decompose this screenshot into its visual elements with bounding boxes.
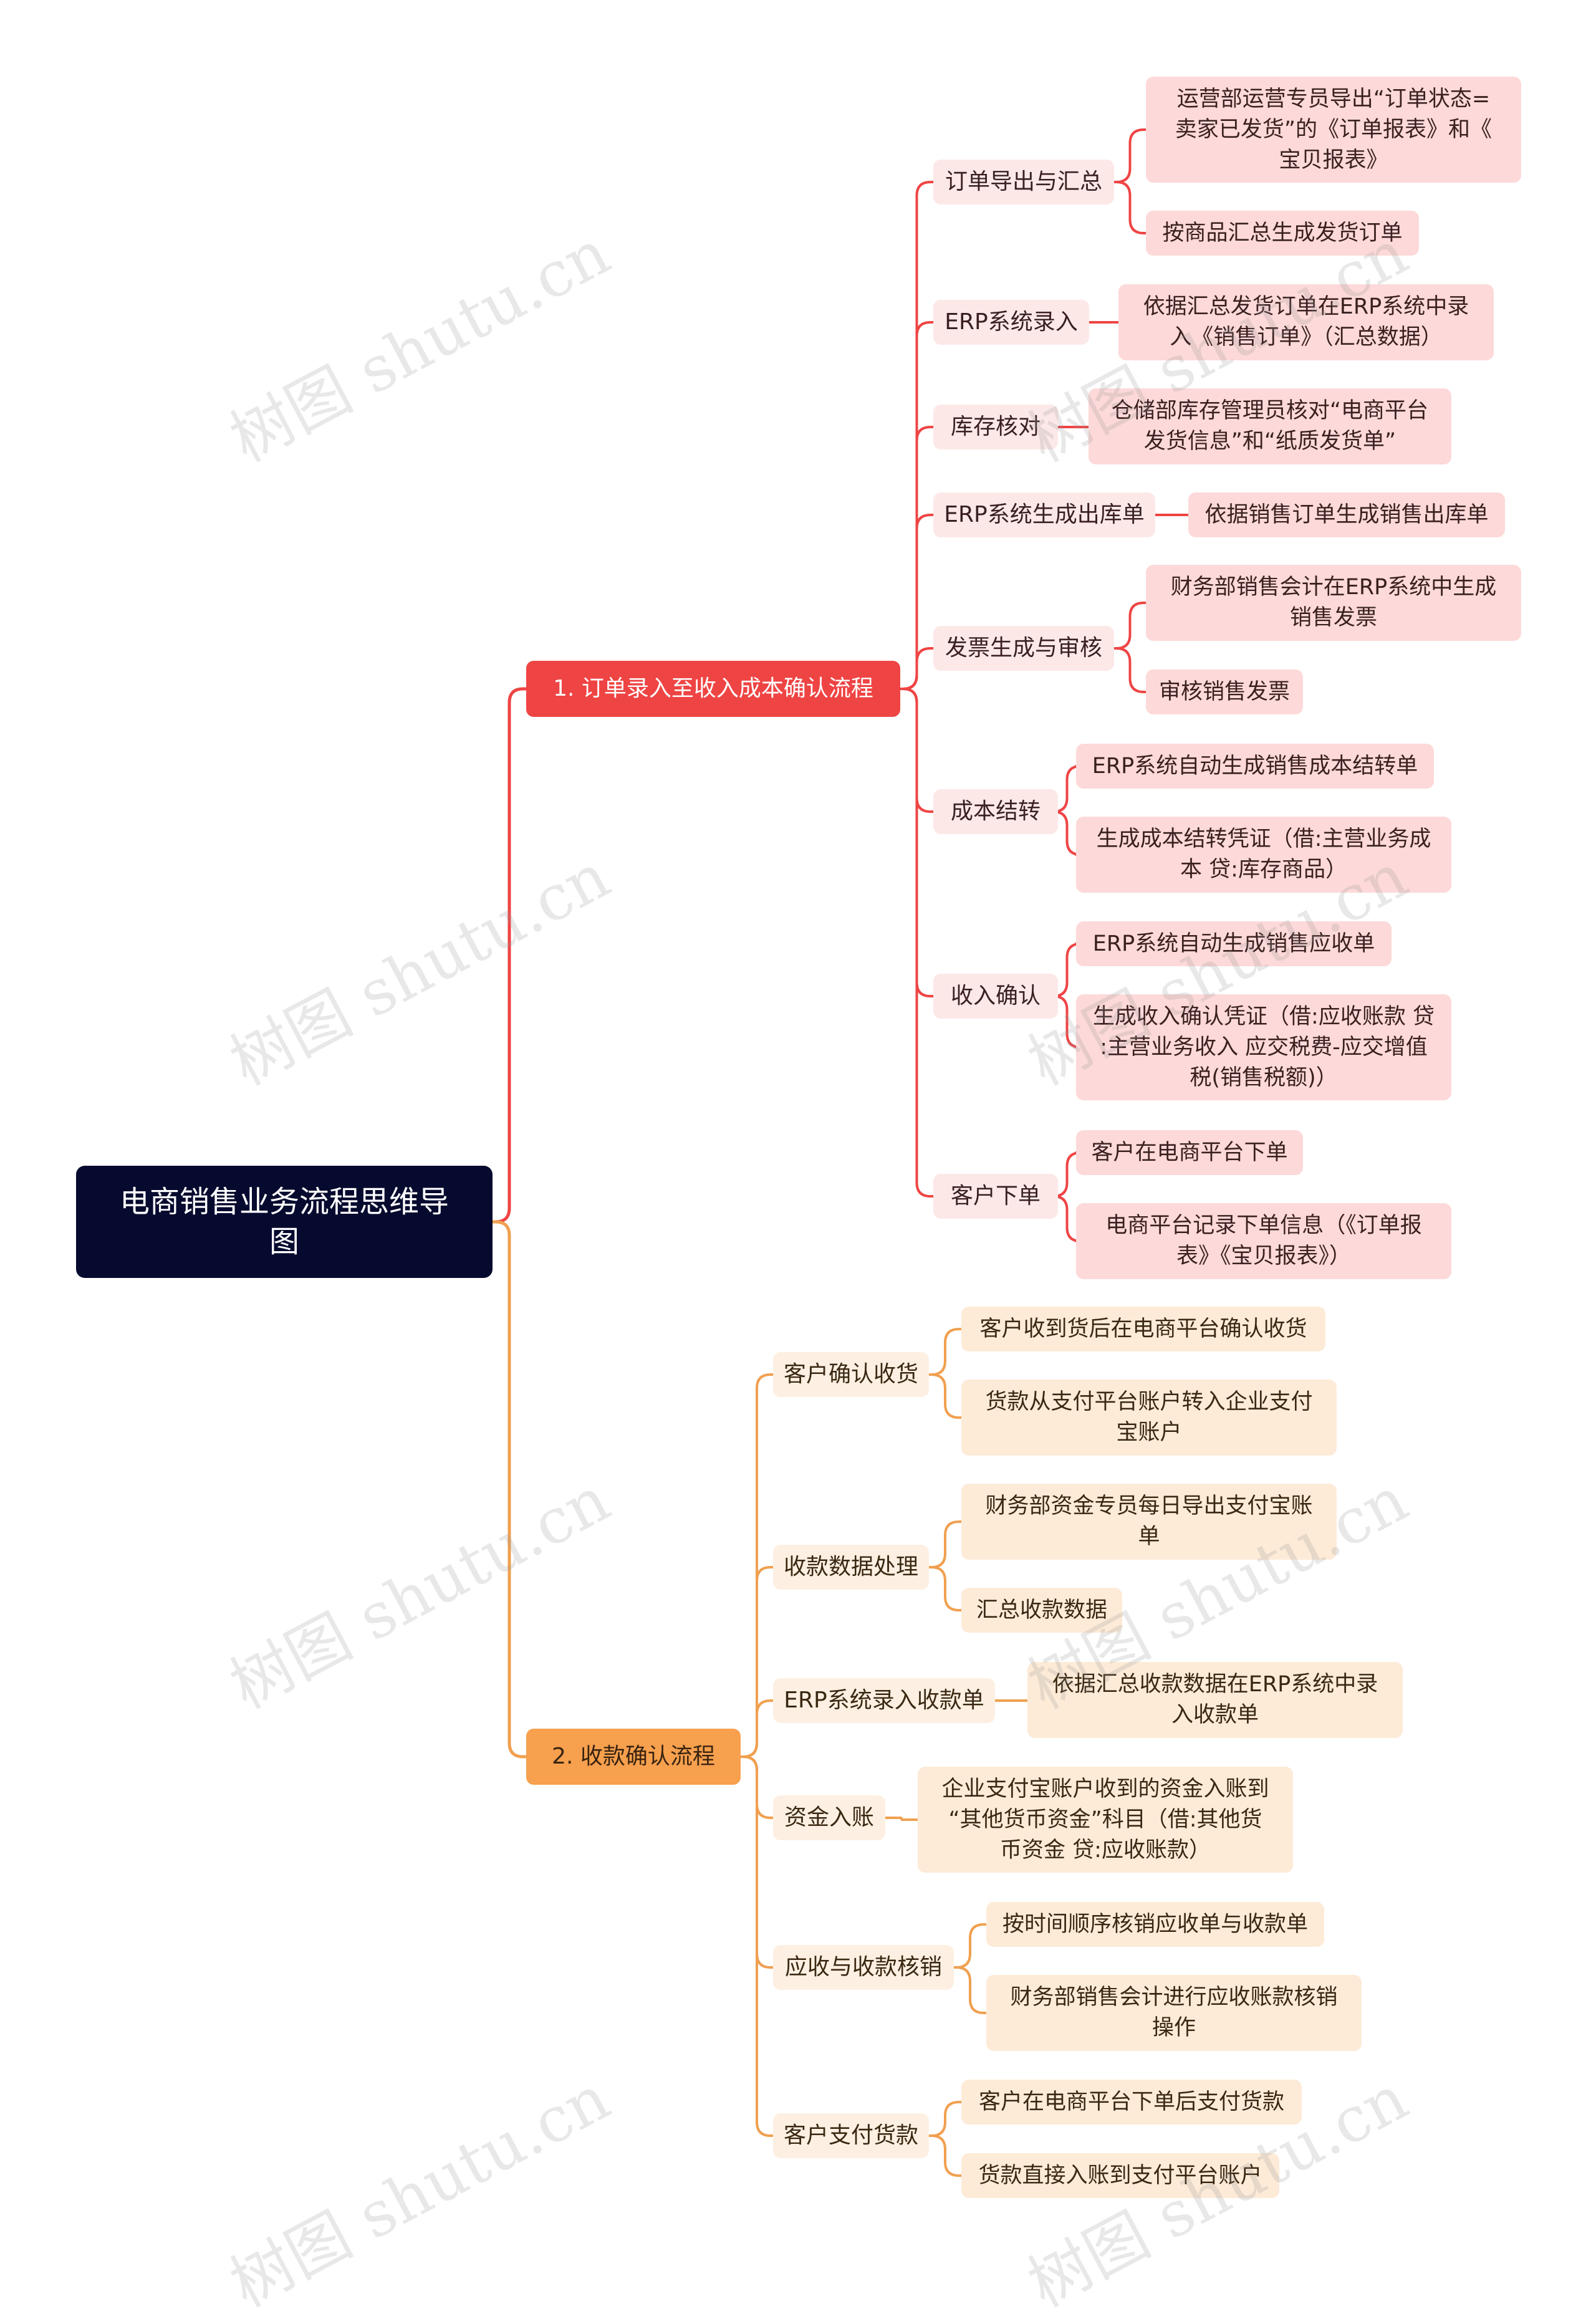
sub-erp-entry[interactable]: ERP系统录入 [933,300,1089,345]
leaf-auto-cost-transfer[interactable]: ERP系统自动生成销售成本结转单 [1076,744,1434,789]
connector-line [1113,647,1147,693]
leaf-transfer-to-alipay[interactable]: 货款从支付平台账户转入企业支付 宝账户 [961,1380,1337,1456]
leaf-summarize-payment-data[interactable]: 汇总收款数据 [961,1588,1122,1633]
sub-invoice[interactable]: 发票生成与审核 [933,626,1114,671]
leaf-platform-records-order[interactable]: 电商平台记录下单信息（《订单报 表》《宝贝报表》） [1076,1203,1451,1279]
sub-erp-outbound[interactable]: ERP系统生成出库单 [933,492,1155,537]
leaf-writeoff-operation[interactable]: 财务部销售会计进行应收账款核销 操作 [986,1975,1362,2051]
leaf-export-order-report[interactable]: 运营部运营专员导出“订单状态= 卖家已发货”的《订单报表》和《 宝贝报表》 [1146,77,1521,183]
sub-cost-transfer[interactable]: 成本结转 [933,789,1058,834]
connector-line [1053,1195,1081,1242]
connector-line [1113,181,1147,234]
leaf-auto-receivable[interactable]: ERP系统自动生成销售应收单 [1076,921,1392,966]
leaf-cost-voucher[interactable]: 生成成本结转凭证（借:主营业务成 本 贷:库存商品） [1076,817,1451,893]
sub-payment-data[interactable]: 收款数据处理 [773,1545,929,1590]
connector-line [739,1699,774,1758]
leaf-fund-posting-voucher[interactable]: 企业支付宝账户收到的资金入账到 “其他货币资金”科目（借:其他货 币资金 贷:应… [918,1767,1293,1873]
branch-order-to-revenue[interactable]: 1. 订单录入至收入成本确认流程 [526,661,900,717]
leaf-generate-outbound-order[interactable]: 依据销售订单生成销售出库单 [1188,492,1505,537]
sub-confirm-receipt[interactable]: 客户确认收货 [773,1352,929,1397]
sub-fund-posting[interactable]: 资金入账 [773,1795,885,1840]
sub-customer-order[interactable]: 客户下单 [933,1174,1058,1219]
connector-line [1053,810,1081,856]
leaf-generate-sales-invoice[interactable]: 财务部销售会计在ERP系统中生成 销售发票 [1146,565,1521,641]
leaf-review-sales-invoice[interactable]: 审核销售发票 [1146,670,1303,714]
leaf-check-shipping-info[interactable]: 仓储部库存管理员核对“电商平台 发货信息”和“纸质发货单” [1089,388,1451,464]
leaf-summarize-shipping-orders[interactable]: 按商品汇总生成发货订单 [1146,211,1419,256]
connector-line [928,1373,963,1419]
connector-line [1113,128,1147,183]
connector-line [953,1966,988,2014]
leaf-customer-places-order[interactable]: 客户在电商平台下单 [1076,1130,1303,1175]
branch-payment-confirmation[interactable]: 2. 收款确认流程 [526,1729,741,1785]
leaf-funds-to-platform[interactable]: 货款直接入账到支付平台账户 [961,2153,1279,2198]
leaf-export-alipay-statement[interactable]: 财务部资金专员每日导出支付宝账 单 [961,1484,1337,1560]
sub-order-export[interactable]: 订单导出与汇总 [933,160,1114,204]
connector-line [899,647,935,690]
connector-line [739,1755,774,2137]
connector-line [899,688,935,1198]
connector-line [928,2101,963,2137]
connector-line [928,1566,963,1611]
sub-inventory-check[interactable]: 库存核对 [933,405,1058,449]
connector-line [1113,602,1147,650]
connector-line [491,687,528,1224]
sub-erp-receipt-entry[interactable]: ERP系统录入收款单 [773,1678,995,1723]
sub-revenue-recognition[interactable]: 收入确认 [933,974,1058,1019]
connector-line [884,1817,919,1821]
sub-receivable-writeoff[interactable]: 应收与收款核销 [773,1945,954,1990]
connector-line [953,1923,988,1969]
connector-line [1053,995,1081,1049]
connector-line [928,1520,963,1568]
leaf-erp-sales-order[interactable]: 依据汇总发货订单在ERP系统中录 入《销售订单》（汇总数据） [1118,284,1494,360]
leaf-chronological-writeoff[interactable]: 按时间顺序核销应收单与收款单 [986,1902,1324,1947]
leaf-confirm-receipt-on-platform[interactable]: 客户收到货后在电商平台确认收货 [961,1307,1325,1352]
connector-line [928,1328,963,1376]
connector-lines [491,128,1190,2177]
leaf-revenue-voucher[interactable]: 生成收入确认凭证（借:应收账款 贷 :主营业务收入 应交税费-应交增值 税(销售… [1076,994,1451,1100]
leaf-pay-after-order[interactable]: 客户在电商平台下单后支付货款 [961,2080,1302,2125]
connector-line [928,2134,963,2177]
root-node[interactable]: 电商销售业务流程思维导 图 [76,1166,493,1278]
leaf-erp-receipt-order[interactable]: 依据汇总收款数据在ERP系统中录 入收款单 [1027,1662,1403,1738]
sub-customer-payment[interactable]: 客户支付货款 [773,2113,929,2158]
connector-line [491,1220,528,1759]
